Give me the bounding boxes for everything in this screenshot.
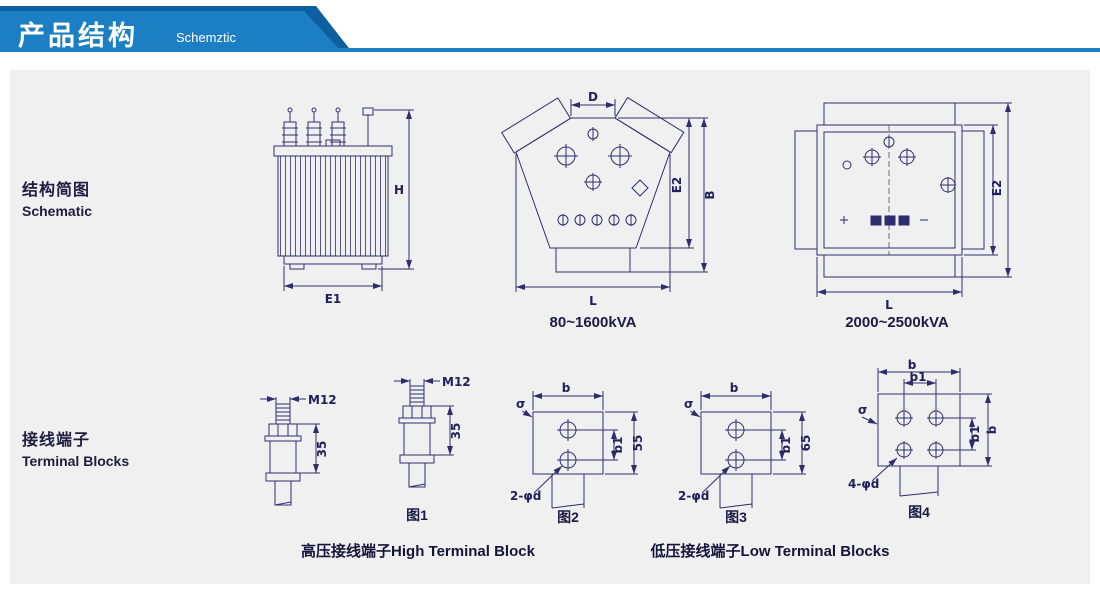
dim-b1-lines	[576, 429, 618, 461]
thickness-label-sigma: σ	[684, 397, 693, 411]
thickness-label-sigma: σ	[516, 397, 525, 411]
dim-e2-b-lines	[618, 117, 708, 273]
dim-35-lines	[297, 423, 320, 474]
dim-label-b: B	[703, 190, 717, 199]
plate-terminal-2-drawing: b b1 55 σ 2-φd	[510, 381, 645, 509]
content-panel	[10, 70, 1090, 584]
dim-b1-top-lines	[903, 379, 937, 410]
dim-35-lines	[431, 405, 454, 456]
caption-high-terminal-block: 高压接线端子High Terminal Block	[301, 543, 535, 560]
dim-e1-lines	[283, 266, 383, 291]
figure-label-1: 图1	[406, 507, 428, 523]
bolt-body	[398, 385, 436, 488]
dim-b-top-lines	[877, 368, 961, 392]
dim-label-b1-top: b1	[910, 370, 927, 384]
section-label-terminal-en: Terminal Blocks	[22, 453, 130, 469]
dim-label-h: H	[394, 183, 404, 197]
dim-label-65: 65	[799, 435, 813, 452]
dim-e2-lines	[955, 102, 1012, 278]
tank-outline	[515, 117, 671, 249]
dim-label-35: 35	[315, 441, 329, 458]
radiator-fins	[794, 102, 985, 278]
plate-terminal-4-drawing: b b1 b1 b σ 4-φd	[848, 358, 999, 497]
dim-label-55: 55	[631, 435, 645, 452]
dim-d-lines	[570, 99, 616, 116]
dim-b-side-lines	[960, 393, 992, 467]
holes-label-4phid: 4-φd	[848, 477, 879, 491]
dim-m12-lines	[260, 396, 306, 404]
dim-b-lines	[700, 391, 772, 410]
header-rule	[0, 48, 1100, 52]
dim-label-e2: E2	[670, 177, 684, 194]
page-subtitle: Schemztic	[176, 30, 236, 45]
dim-b1-side-lines	[943, 417, 976, 451]
bolt-body	[264, 403, 302, 506]
section-label-schematic: 结构简图 Schematic	[22, 176, 92, 219]
square-top-view-drawing: E2 L	[794, 102, 1012, 312]
dim-label-b: b	[562, 381, 571, 395]
caption-low-terminal-blocks: 低压接线端子Low Terminal Blocks	[650, 543, 890, 560]
caption-80-1600kva: 80~1600kVA	[549, 314, 637, 331]
holes-label-2phid: 2-φd	[510, 489, 541, 503]
figure-label-2: 图2	[557, 509, 579, 525]
dim-label-b: b	[730, 381, 739, 395]
dim-h-lines	[374, 109, 414, 270]
plate-terminal-3-drawing: b b1 65 σ 2-φd	[678, 381, 813, 509]
tank-outline	[816, 124, 963, 256]
section-label-terminal: 接线端子 Terminal Blocks	[22, 426, 129, 469]
figure-label-4: 图4	[908, 504, 930, 520]
plate-body	[877, 393, 961, 497]
dim-label-e1: E1	[325, 292, 342, 306]
dim-label-b1: b1	[779, 437, 793, 454]
dim-label-d: D	[588, 90, 598, 104]
dim-label-l: L	[589, 294, 597, 308]
dim-b1-lines	[744, 429, 786, 461]
title-banner: 产品结构 Schemztic	[0, 11, 342, 52]
caption-2000-2500kva: 2000~2500kVA	[845, 314, 949, 331]
thickness-label-sigma: σ	[858, 403, 867, 417]
bolt-terminal-1-drawing: M12 35	[260, 393, 337, 506]
figure-label-3: 图3	[725, 509, 747, 525]
holes-label-2phid: 2-φd	[678, 489, 709, 503]
transformer-front-body	[273, 107, 393, 270]
dim-b-lines	[532, 391, 604, 410]
dim-label-l: L	[885, 298, 893, 312]
bolt-terminal-2-drawing: M12 35	[394, 375, 471, 488]
dim-label-b1-side: b1	[968, 426, 982, 443]
section-label-schematic-en: Schematic	[22, 203, 93, 219]
dim-l-lines	[816, 257, 963, 297]
triangle-top-view-drawing: D E2 B L	[500, 90, 717, 308]
section-label-terminal-cn: 接线端子	[22, 432, 91, 449]
dim-label-35: 35	[449, 423, 463, 440]
dim-label-m12: M12	[308, 393, 337, 407]
dim-55-lines	[605, 411, 638, 475]
dim-l-lines	[515, 154, 671, 292]
page-title: 产品结构	[18, 21, 138, 51]
dim-label-b-side: b	[985, 425, 999, 434]
dim-label-b1: b1	[611, 437, 625, 454]
dim-65-lines	[773, 411, 806, 475]
dim-label-b-top: b	[908, 358, 917, 372]
dim-label-m12: M12	[442, 375, 471, 389]
front-view-drawing: H E1	[273, 107, 414, 306]
dim-m12-lines	[394, 378, 440, 386]
dim-label-e2: E2	[990, 180, 1004, 197]
section-label-schematic-cn: 结构简图	[22, 182, 91, 199]
